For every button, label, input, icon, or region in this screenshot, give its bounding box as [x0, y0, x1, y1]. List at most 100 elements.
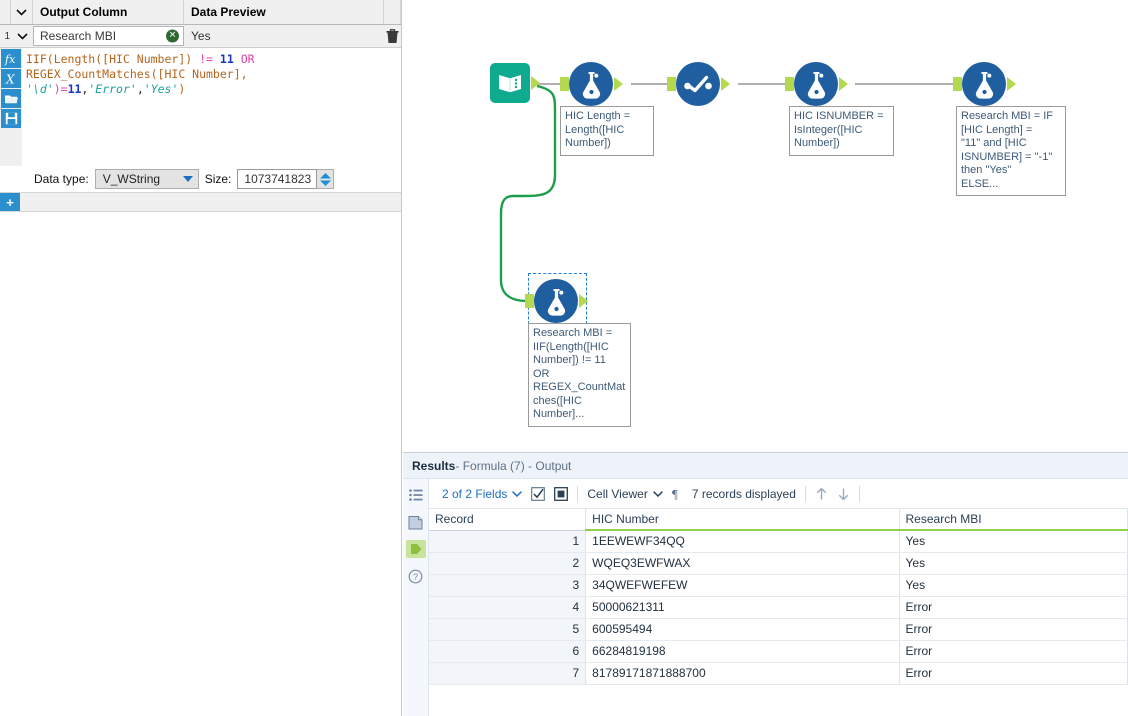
row-number: 1: [4, 30, 10, 42]
formula-tool-hic-isnumber[interactable]: [785, 62, 848, 106]
metadata-panel-icon[interactable]: [406, 513, 426, 531]
workflow-canvas[interactable]: HIC Length = Length([HIC Number]): [403, 0, 1128, 452]
cell-record[interactable]: 4: [429, 596, 587, 619]
cell-research-mbi[interactable]: Error: [899, 618, 1128, 641]
delete-row-button[interactable]: [384, 25, 401, 47]
variable-button[interactable]: X: [1, 69, 21, 88]
cell-record[interactable]: 5: [429, 618, 587, 641]
help-icon[interactable]: ?: [406, 567, 426, 585]
wire-textinput-to-selected-formula: [499, 84, 557, 303]
formula2-input-anchor[interactable]: [785, 77, 794, 91]
results-title-bar: Results - Formula (7) - Output: [403, 453, 1128, 479]
size-input[interactable]: 1073741823: [237, 169, 318, 189]
formula3-output-anchor[interactable]: [1007, 77, 1016, 91]
data-type-label: Data type:: [34, 172, 89, 186]
folder-icon: [4, 95, 18, 103]
formula-tool-research-mbi-iif[interactable]: [525, 279, 588, 323]
results-panel: Results - Formula (7) - Output: [403, 452, 1128, 716]
formula-tool-research-mbi-if[interactable]: [953, 62, 1016, 106]
formula4-output-anchor[interactable]: [579, 294, 588, 308]
flask-icon: [807, 71, 825, 99]
chevron-down-icon: [16, 32, 28, 40]
header-actions: [384, 0, 401, 24]
cell-hic-number[interactable]: 600595494: [585, 618, 900, 641]
cell-research-mbi[interactable]: Error: [899, 662, 1128, 685]
cell-record[interactable]: 3: [429, 574, 587, 597]
cell-record[interactable]: 6: [429, 640, 587, 663]
function-button[interactable]: fx: [1, 49, 21, 68]
cell-hic-number[interactable]: WQEQ3EWFWAX: [585, 552, 900, 575]
select-output-anchor[interactable]: [721, 77, 730, 91]
output-column-input[interactable]: [34, 29, 162, 43]
deselect-all-fields-button[interactable]: [554, 486, 569, 501]
arrow-up-icon: [816, 487, 827, 499]
fields-selector[interactable]: 2 of 2 Fields: [442, 486, 523, 501]
cell-hic-number[interactable]: 50000621311: [585, 596, 900, 619]
messages-list-icon[interactable]: [406, 486, 426, 504]
column-header-research-mbi[interactable]: Research MBI: [899, 509, 1128, 531]
open-folder-button[interactable]: [1, 89, 21, 108]
annotation-research-mbi-iif: Research MBI = IIF(Length([HIC Number]) …: [528, 323, 631, 427]
header-collapse-chevron[interactable]: [11, 0, 33, 24]
results-label: Results: [412, 458, 456, 473]
column-header-record[interactable]: Record: [429, 509, 587, 531]
select-all-fields-button[interactable]: [531, 486, 546, 501]
flask-icon: [975, 71, 993, 99]
add-column-row: +: [0, 192, 401, 212]
row-collapse-chevron[interactable]: [11, 25, 33, 47]
fields-label: 2 of 2 Fields: [442, 486, 508, 501]
select-input-anchor[interactable]: [667, 77, 676, 91]
formula-token: [234, 52, 241, 66]
formula2-output-anchor[interactable]: [839, 77, 848, 91]
cell-record[interactable]: 2: [429, 552, 587, 575]
formula-token: [213, 52, 220, 66]
cell-research-mbi[interactable]: Yes: [899, 552, 1128, 575]
cell-research-mbi[interactable]: Error: [899, 596, 1128, 619]
data-type-select[interactable]: V_WString: [94, 169, 199, 189]
formula-expression[interactable]: IIF(Length([HIC Number]) != 11 OR REGEX_…: [22, 48, 401, 166]
cell-viewer-selector[interactable]: Cell Viewer: [587, 487, 663, 501]
svg-text:fx: fx: [4, 53, 16, 66]
cell-record[interactable]: 1: [429, 530, 587, 553]
chevron-down-icon: [512, 490, 523, 497]
formula-tool-hic-length[interactable]: [560, 62, 623, 106]
cell-hic-number[interactable]: 66284819198: [585, 640, 900, 663]
add-output-column-button[interactable]: +: [0, 193, 20, 211]
text-input-icon: [490, 63, 530, 103]
formula1-output-anchor[interactable]: [614, 77, 623, 91]
select-tool[interactable]: [667, 62, 730, 106]
size-stepper[interactable]: [317, 169, 335, 189]
formula-tool-icon: [962, 62, 1006, 106]
save-button[interactable]: [1, 109, 21, 128]
clear-icon[interactable]: ✕: [166, 29, 179, 43]
formula4-input-anchor[interactable]: [525, 294, 534, 308]
cell-research-mbi[interactable]: Yes: [899, 574, 1128, 597]
scroll-down-button[interactable]: [837, 487, 850, 501]
output-anchor-icon[interactable]: [405, 540, 426, 558]
cell-research-mbi[interactable]: Error: [899, 640, 1128, 663]
cell-hic-number[interactable]: 1EEWEWF34QQ: [585, 530, 900, 553]
text-input-output-anchor[interactable]: [531, 76, 540, 90]
show-whitespace-button[interactable]: ¶: [672, 487, 683, 501]
scroll-up-button[interactable]: [815, 487, 828, 501]
formula3-input-anchor[interactable]: [953, 77, 962, 91]
header-data-preview: Data Preview: [184, 0, 384, 24]
annotation-hic-length: HIC Length = Length([HIC Number]): [560, 106, 654, 156]
output-column-field[interactable]: ✕: [33, 26, 184, 46]
cell-record[interactable]: 7: [429, 662, 587, 685]
column-header-hic-number[interactable]: HIC Number: [585, 509, 900, 531]
formula1-input-anchor[interactable]: [560, 77, 569, 91]
cell-hic-number[interactable]: 81789171871888700: [585, 662, 900, 685]
results-side-rail: ?: [403, 479, 429, 716]
text-input-tool[interactable]: [490, 63, 540, 103]
cell-hic-number[interactable]: 34QWEFWEFEW: [585, 574, 900, 597]
formula-token: ,: [81, 82, 89, 96]
cell-research-mbi[interactable]: Yes: [899, 530, 1128, 553]
